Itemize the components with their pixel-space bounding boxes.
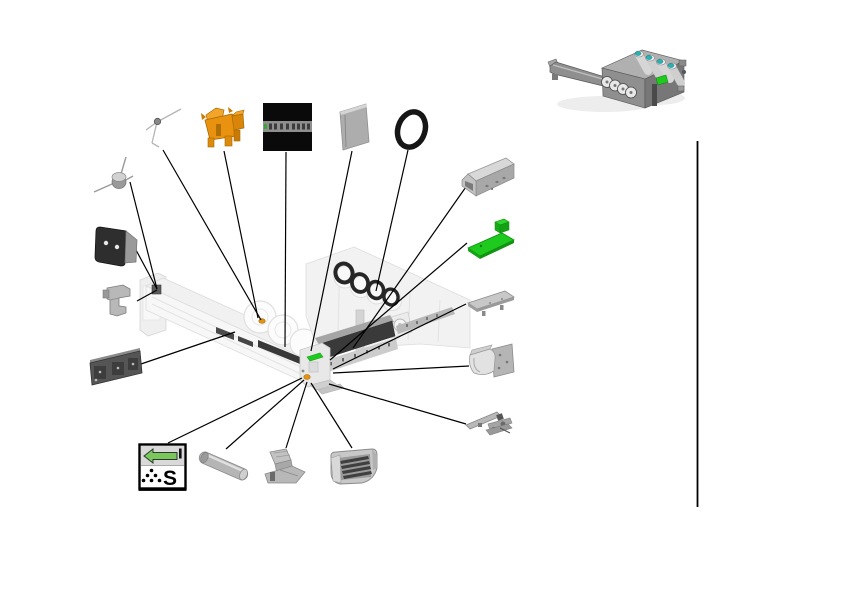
leader-lines [129, 149, 470, 450]
part-corner-bracket [102, 284, 131, 317]
leader-line [328, 383, 467, 425]
part-guide-bracket [264, 448, 306, 484]
arm-dark-panel [216, 327, 234, 340]
part-rail-plate [89, 348, 143, 386]
leader-line [352, 183, 469, 349]
orange-pin [303, 374, 311, 380]
toner-dots-icon [141, 468, 162, 483]
part-channel-rail [461, 157, 515, 197]
leader-line [310, 382, 353, 449]
green-chip-on-machine [306, 352, 324, 362]
part-lever-assembly [465, 411, 513, 436]
thumbnail-green-board [655, 74, 669, 86]
part-ribbed-tray [330, 448, 378, 485]
leader-line [135, 249, 158, 290]
overview-thumbnail [547, 49, 687, 112]
part-o-ring [394, 109, 429, 150]
leader-line [285, 381, 308, 449]
leader-line [223, 150, 259, 319]
part-torsion-spring [93, 156, 134, 193]
part-dark-cover [94, 226, 138, 267]
leader-line [225, 379, 305, 450]
part-orange-solenoid-bracket [201, 107, 245, 148]
hub-corner-block [299, 342, 331, 388]
part-flat-bracket [467, 290, 515, 316]
part-s-label-plate: S [138, 443, 187, 491]
orange-grommet [258, 318, 266, 324]
part-film-sheet [339, 103, 370, 151]
teal-gears [634, 51, 675, 68]
part-sensor-wire-lever [145, 108, 182, 148]
leader-line [284, 151, 287, 348]
leader-line [136, 289, 158, 302]
label-letter: S [163, 467, 177, 490]
part-encoder-strip-photo [263, 103, 312, 151]
green-arrow-icon [143, 447, 178, 465]
leader-line [140, 331, 236, 365]
leader-line [310, 150, 353, 352]
leader-line [329, 242, 468, 361]
leader-line [332, 365, 470, 374]
leader-line [129, 181, 158, 290]
part-roller-tube [198, 451, 249, 481]
part-green-pcb [467, 218, 515, 259]
main-assembly-illustration [139, 246, 471, 395]
leader-line [167, 377, 303, 444]
leader-line [332, 303, 467, 370]
part-curved-bracket [469, 343, 515, 378]
leader-line [375, 149, 409, 292]
seal-rings-on-machine [333, 261, 400, 307]
leader-line [162, 149, 262, 321]
